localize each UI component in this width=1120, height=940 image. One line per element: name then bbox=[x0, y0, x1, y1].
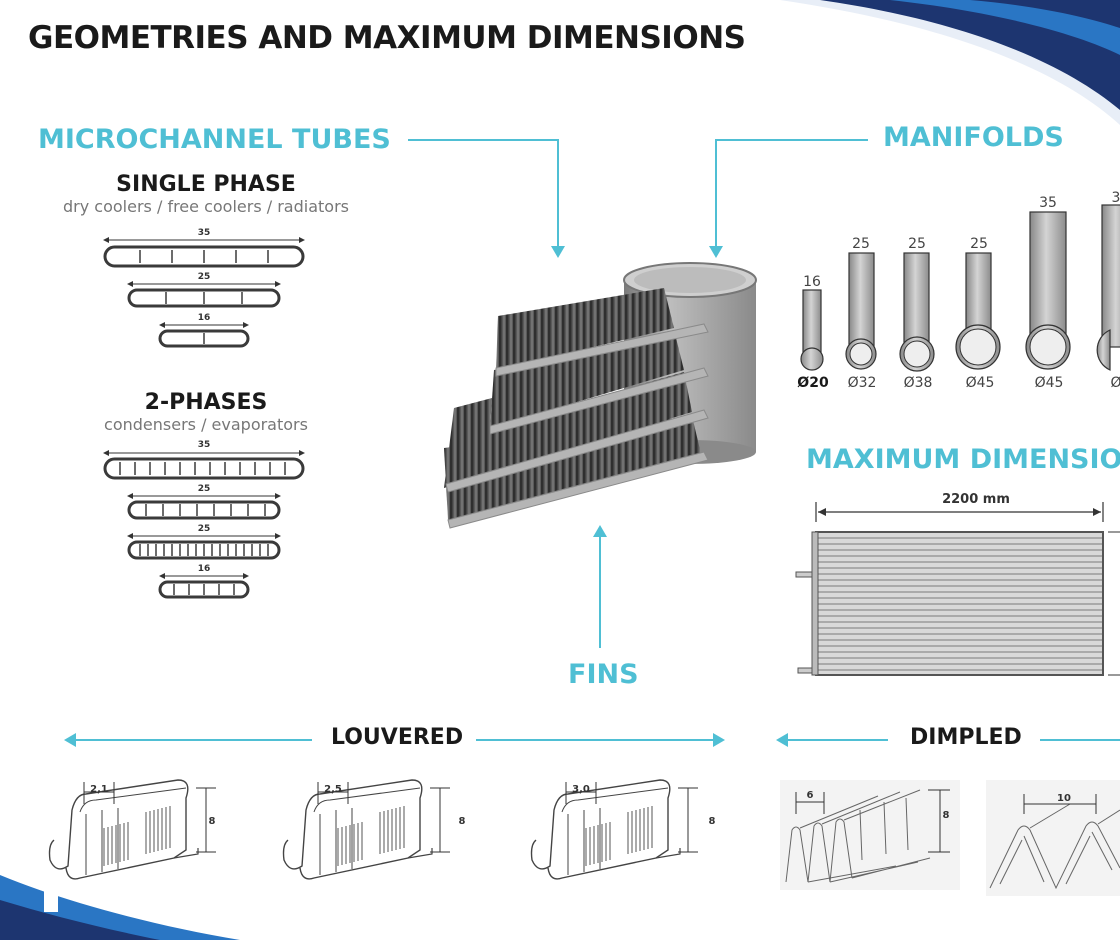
single-phase-usage: dry coolers / free coolers / radiators bbox=[63, 197, 349, 216]
manifold-height-3: 25 bbox=[908, 236, 926, 252]
max-width-label: 2200 mm bbox=[942, 492, 1010, 507]
manifolds-heading: MANIFOLDS bbox=[883, 122, 1064, 153]
louvered-height-1: 8 bbox=[209, 816, 216, 827]
dimpled-pitch-1: 6 bbox=[807, 790, 814, 801]
louvered-label: LOUVERED bbox=[331, 725, 464, 750]
manifold-height-5: 35 bbox=[1039, 195, 1057, 211]
two-phases-usage: condensers / evaporators bbox=[104, 415, 308, 434]
max-dimensions-heading: MAXIMUM DIMENSION bbox=[806, 444, 1120, 475]
louvered-fin-2 bbox=[282, 779, 451, 880]
louvered-fin-3 bbox=[530, 779, 699, 880]
manifold-height-1: 16 bbox=[803, 274, 821, 290]
manifold-3 bbox=[903, 252, 930, 352]
fin-drawings: 2,1 8 2,5 8 3,0 8 6 8 10 bbox=[48, 779, 1120, 896]
dimpled-label: DIMPLED bbox=[910, 725, 1022, 750]
tube-2p-16 bbox=[158, 580, 250, 599]
tube-2p-25b bbox=[127, 540, 281, 560]
dimpled-fin-2 bbox=[986, 780, 1120, 896]
tube-label-2p-25b: 25 bbox=[198, 524, 211, 534]
louvered-pitch-1: 2,1 bbox=[90, 784, 108, 795]
single-phase-title: SINGLE PHASE bbox=[116, 172, 296, 197]
manifold-diameter-6: Ø bbox=[1110, 375, 1120, 391]
manifold-1 bbox=[802, 289, 822, 353]
top-right-swoosh bbox=[780, 0, 1120, 125]
dimpled-height-1: 8 bbox=[943, 810, 950, 821]
tube-label-2p-16: 16 bbox=[198, 564, 211, 574]
louvered-height-3: 8 bbox=[709, 816, 716, 827]
tube-sp-25 bbox=[127, 288, 281, 308]
tube-2p-35 bbox=[103, 457, 305, 480]
tube-sp-35 bbox=[103, 245, 305, 268]
louvered-pitch-2: 2,5 bbox=[324, 784, 342, 795]
manifold-height-6: 3 bbox=[1112, 190, 1120, 206]
manifold-height-2: 25 bbox=[852, 236, 870, 252]
tube-label-2p-35: 35 bbox=[198, 440, 211, 450]
louvered-fin-1 bbox=[48, 779, 217, 880]
page-title: GEOMETRIES AND MAXIMUM DIMENSIONS bbox=[28, 20, 746, 56]
manifold-2 bbox=[848, 252, 875, 352]
dimpled-fin-1 bbox=[780, 780, 960, 890]
tube-label-sp-16: 16 bbox=[198, 313, 211, 323]
max-dimension-graphic: 2200 mm bbox=[795, 492, 1120, 676]
two-phases-title: 2-PHASES bbox=[144, 390, 268, 415]
manifold-diameter-1: Ø20 bbox=[797, 375, 829, 391]
tube-profiles: 35 25 16 35 25 25 16 bbox=[103, 228, 305, 599]
bottom-left-swoosh bbox=[0, 860, 240, 940]
manifold-diameter-2: Ø32 bbox=[848, 375, 877, 391]
tube-label-2p-25a: 25 bbox=[198, 484, 211, 494]
dimpled-pitch-2: 10 bbox=[1057, 793, 1071, 804]
louvered-height-2: 8 bbox=[459, 816, 466, 827]
manifold-diameter-4: Ø45 bbox=[966, 375, 995, 391]
manifolds-graphic: 16 25 25 25 35 3 Ø20 Ø32 Ø38 Ø45 Ø45 Ø bbox=[797, 190, 1120, 391]
fins-heading: FINS bbox=[568, 659, 639, 690]
tube-2p-25a bbox=[127, 500, 281, 520]
louvered-pitch-3: 3,0 bbox=[572, 784, 590, 795]
tube-sp-16 bbox=[158, 329, 250, 348]
manifold-diameter-3: Ø38 bbox=[904, 375, 933, 391]
manifold-6 bbox=[1101, 204, 1120, 348]
heat-exchanger-illustration bbox=[444, 262, 757, 529]
tube-label-sp-25: 25 bbox=[198, 272, 211, 282]
microchannel-heading: MICROCHANNEL TUBES bbox=[38, 124, 391, 155]
manifold-diameter-5: Ø45 bbox=[1035, 375, 1064, 391]
manifold-height-4: 25 bbox=[970, 236, 988, 252]
tube-label-sp-35: 35 bbox=[198, 228, 211, 238]
